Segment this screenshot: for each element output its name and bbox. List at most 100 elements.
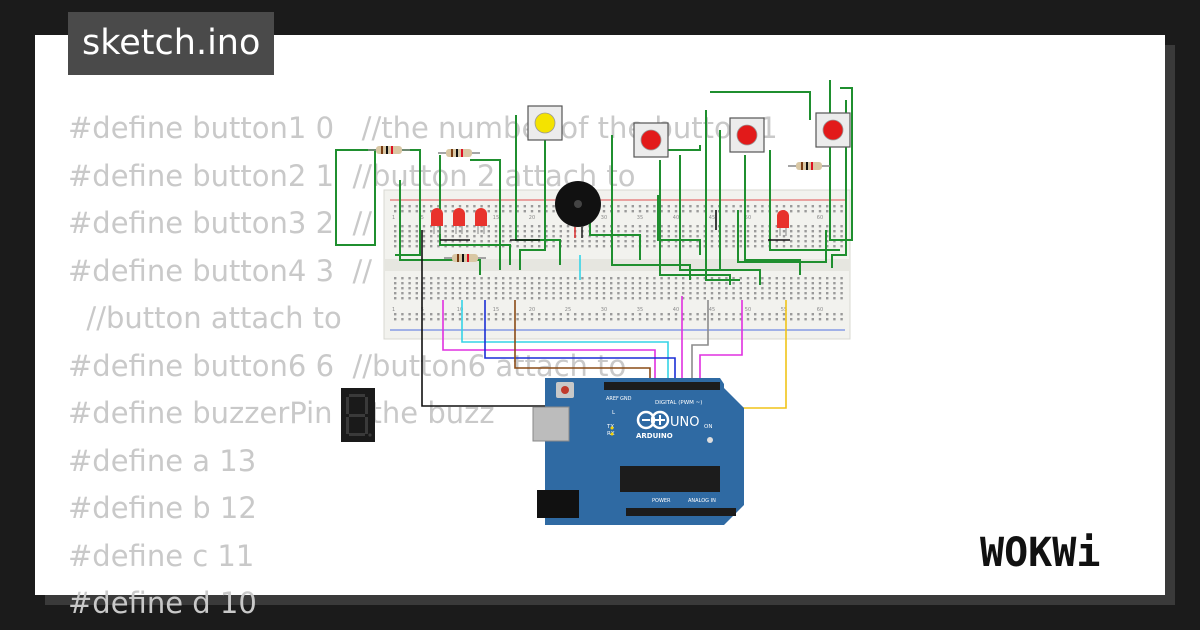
breadboard-hole — [710, 245, 714, 248]
breadboard-hole — [761, 297, 764, 300]
breadboard-hole — [552, 240, 555, 243]
breadboard-hole — [638, 282, 642, 285]
breadboard-hole — [624, 277, 627, 280]
breadboard-hole — [545, 245, 548, 248]
breadboard-hole — [682, 245, 685, 248]
breadboard-column-label: 50 — [745, 215, 751, 221]
breadboard-hole — [494, 235, 498, 238]
breadboard-hole — [523, 245, 526, 248]
breadboard-hole — [408, 210, 411, 213]
breadboard-hole — [674, 210, 678, 213]
breadboard-hole — [602, 277, 606, 280]
breadboard-hole — [782, 277, 786, 280]
breadboard-hole — [725, 205, 728, 208]
breadboard-hole — [566, 318, 570, 321]
breadboard-column-label: 20 — [529, 307, 535, 313]
breadboard-hole — [703, 318, 706, 321]
breadboard-hole — [444, 235, 447, 238]
breadboard-hole — [545, 240, 548, 243]
breadboard-hole — [466, 245, 469, 248]
breadboard-column-label: 40 — [673, 215, 679, 221]
breadboard-hole — [682, 225, 685, 228]
breadboard-hole — [422, 230, 426, 233]
breadboard-hole — [790, 313, 793, 316]
breadboard-hole — [797, 245, 800, 248]
breadboard-hole — [826, 245, 829, 248]
arduino-maker-label: ARDUINO — [636, 432, 673, 440]
breadboard-hole — [466, 230, 469, 233]
breadboard-hole — [818, 277, 822, 280]
breadboard-hole — [523, 277, 526, 280]
breadboard-hole — [732, 245, 735, 248]
breadboard-hole — [653, 318, 656, 321]
breadboard-hole — [552, 225, 555, 228]
breadboard-hole — [437, 230, 440, 233]
breadboard-hole — [538, 245, 541, 248]
breadboard-hole — [732, 282, 735, 285]
breadboard-hole — [840, 292, 843, 295]
breadboard-hole — [552, 318, 555, 321]
breadboard-hole — [653, 287, 656, 290]
breadboard-hole — [602, 230, 606, 233]
breadboard-hole — [552, 205, 555, 208]
breadboard-hole — [804, 277, 807, 280]
breadboard-hole — [437, 277, 440, 280]
breadboard-hole — [394, 205, 397, 208]
breadboard-hole — [502, 240, 505, 243]
breadboard-hole — [667, 287, 670, 290]
breadboard-hole — [415, 277, 418, 280]
breadboard-hole — [394, 282, 397, 285]
breadboard-hole — [804, 318, 807, 321]
breadboard-hole — [458, 292, 462, 295]
breadboard-hole — [775, 240, 778, 243]
breadboard-hole — [840, 235, 843, 238]
breadboard-hole — [703, 230, 706, 233]
breadboard-hole — [674, 292, 678, 295]
breadboard-column-label: 45 — [709, 307, 715, 313]
breadboard-hole — [826, 230, 829, 233]
breadboard-hole — [415, 230, 418, 233]
breadboard-hole — [667, 235, 670, 238]
breadboard-hole — [840, 245, 843, 248]
breadboard-hole — [646, 297, 649, 300]
breadboard-hole — [840, 287, 843, 290]
breadboard-hole — [703, 240, 706, 243]
breadboard-hole — [408, 282, 411, 285]
breadboard-hole — [833, 292, 836, 295]
breadboard-hole — [574, 297, 577, 300]
breadboard-hole — [502, 292, 505, 295]
breadboard-hole — [804, 282, 807, 285]
breadboard-hole — [725, 318, 728, 321]
breadboard-hole — [696, 313, 699, 316]
breadboard-hole — [444, 240, 447, 243]
breadboard-hole — [746, 297, 750, 300]
breadboard-hole — [538, 282, 541, 285]
breadboard-hole — [458, 240, 462, 243]
breadboard-hole — [682, 230, 685, 233]
breadboard-hole — [502, 235, 505, 238]
breadboard-hole — [739, 287, 742, 290]
breadboard-hole — [516, 282, 519, 285]
breadboard-hole — [710, 205, 714, 208]
breadboard-hole — [710, 287, 714, 290]
breadboard-hole — [754, 205, 757, 208]
breadboard-hole — [509, 282, 512, 285]
breadboard-hole — [458, 245, 462, 248]
breadboard-hole — [401, 277, 404, 280]
breadboard-hole — [480, 318, 483, 321]
breadboard-hole — [746, 318, 750, 321]
breadboard-hole — [516, 313, 519, 316]
breadboard-hole — [725, 282, 728, 285]
breadboard-hole — [588, 245, 591, 248]
breadboard-hole — [638, 230, 642, 233]
breadboard-hole — [473, 210, 476, 213]
breadboard-hole — [840, 230, 843, 233]
code-line: #define button2 1 //button 2 attach to — [68, 158, 636, 193]
breadboard-hole — [494, 292, 498, 295]
breadboard-hole — [667, 240, 670, 243]
breadboard-hole — [754, 297, 757, 300]
breadboard-hole — [610, 282, 613, 285]
breadboard-hole — [545, 287, 548, 290]
breadboard-hole — [509, 210, 512, 213]
breadboard-hole — [660, 210, 663, 213]
